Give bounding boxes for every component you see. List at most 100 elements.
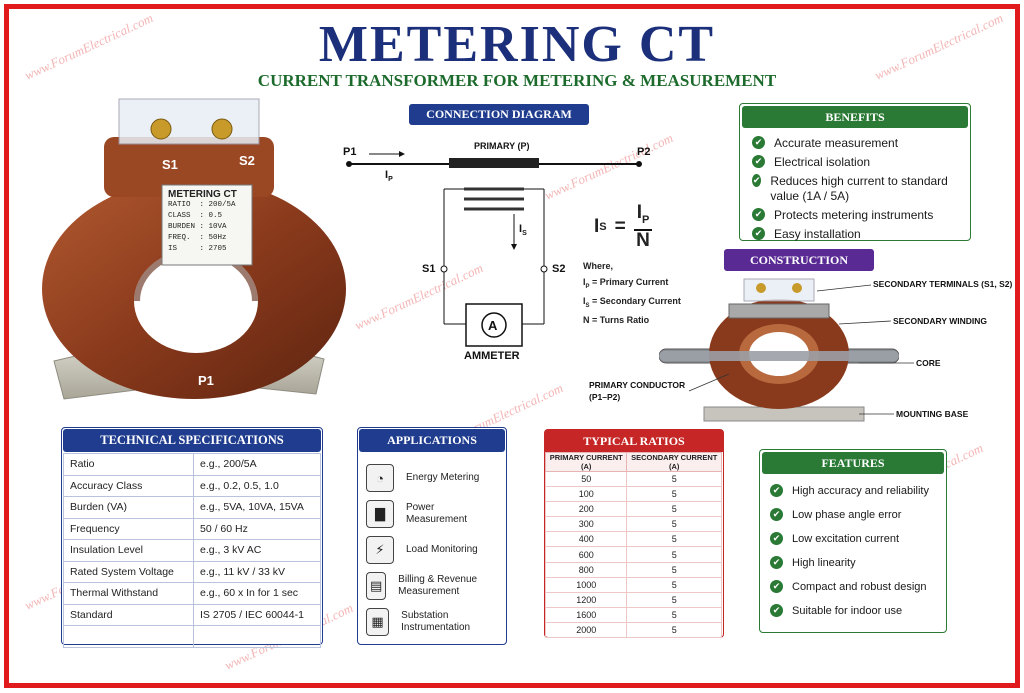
- spec-key: [63, 625, 194, 648]
- spec-value: 50 / 60 Hz: [193, 517, 321, 540]
- spec-value: e.g., 3 kV AC: [193, 539, 321, 562]
- primary-current: 1200: [544, 591, 628, 608]
- secondary-current: 5: [626, 531, 722, 548]
- definition-row: N = Turns Ratio: [583, 315, 650, 325]
- s2-label: S2: [552, 263, 566, 275]
- application-label: Load Monitoring: [406, 544, 478, 555]
- construction-header: CONSTRUCTION: [724, 249, 874, 271]
- features-header: FEATURES: [762, 452, 944, 474]
- formula-where: Where,: [583, 261, 614, 271]
- gauge-icon: ◔: [366, 464, 394, 492]
- secondary-current: 5: [626, 470, 722, 488]
- benefit-item: ✔Reduces high current to standard value …: [752, 174, 948, 203]
- substation-icon: ▦: [366, 608, 390, 636]
- is-label: IS: [519, 223, 527, 238]
- construction-label-winding: SECONDARY WINDING: [893, 316, 987, 326]
- connection-diagram-header: CONNECTION DIAGRAM: [409, 104, 589, 125]
- primary-current: 200: [544, 501, 628, 518]
- check-icon: ✔: [752, 174, 762, 187]
- feature-item: ✔Compact and robust design: [770, 580, 936, 595]
- primary-current: 800: [544, 561, 628, 578]
- ratios-col-primary: PRIMARY CURRENT (A): [544, 452, 628, 472]
- definition-row: IS = Secondary Current: [583, 296, 681, 309]
- feature-item: ✔ High accuracy and reliability: [770, 484, 936, 499]
- primary-current: 1600: [544, 606, 628, 623]
- monitor-icon: ⚡: [366, 536, 394, 564]
- secondary-current: 5: [626, 546, 722, 563]
- feature-item: ✔Suitable for indoor use: [770, 604, 936, 619]
- terminal-s1-label: S1: [162, 157, 178, 172]
- check-icon: ✔: [752, 227, 765, 240]
- primary-current: 600: [544, 546, 628, 563]
- spec-row: [63, 625, 321, 648]
- spec-value: IS 2705 / IEC 60044-1: [193, 603, 321, 626]
- primary-current: 2000: [544, 621, 628, 639]
- spec-key: Rated System Voltage: [63, 560, 194, 583]
- construction-label-core: CORE: [916, 358, 941, 368]
- spec-key: Accuracy Class: [63, 474, 194, 497]
- connection-diagram: [346, 151, 642, 347]
- nameplate-line: CLASS : 0.5: [168, 212, 223, 220]
- ratios-table: PRIMARY CURRENT (A) SECONDARY CURRENT (A…: [544, 452, 722, 639]
- construction-drawing: [659, 278, 899, 422]
- p2-label: P2: [637, 146, 651, 158]
- meter-icon: ▤: [366, 572, 387, 600]
- primary-current: 400: [544, 531, 628, 548]
- check-icon: ✔: [770, 604, 783, 617]
- spec-key: Frequency: [63, 517, 194, 540]
- secondary-current: 5: [626, 516, 722, 533]
- feature-item: ✔High linearity: [770, 556, 936, 571]
- primary-current: 50: [544, 470, 628, 488]
- ratios-box: TYPICAL RATIOS PRIMARY CURRENT (A) SECON…: [544, 429, 724, 639]
- benefits-box: BENEFITS ✔Accurate measurement ✔Electric…: [739, 103, 971, 241]
- bar-chart-icon: ▇: [366, 500, 394, 528]
- check-icon: ✔: [752, 136, 765, 149]
- construction-label-base: MOUNTING BASE: [896, 409, 969, 419]
- ammeter-label: AMMETER: [464, 350, 520, 362]
- application-item: ▦ Substation Instrumentation: [366, 605, 498, 639]
- secondary-current: 5: [626, 501, 722, 518]
- benefit-item: ✔Electrical isolation: [752, 155, 958, 170]
- primary-current: 100: [544, 486, 628, 503]
- feature-label: Low excitation current: [792, 533, 899, 545]
- nameplate: METERING CT RATIO : 200/5A CLASS : 0.5 B…: [168, 189, 250, 263]
- secondary-current: 5: [626, 621, 722, 639]
- spec-value: e.g., 5VA, 10VA, 15VA: [193, 496, 321, 519]
- construction-label-primary: PRIMARY CONDUCTOR (P1–P2): [589, 380, 686, 402]
- spec-value: e.g., 0.2, 0.5, 1.0: [193, 474, 321, 497]
- application-label: Power Measurement: [405, 502, 468, 525]
- benefit-item: ✔Accurate measurement: [752, 136, 958, 151]
- spec-key: Ratio: [63, 453, 194, 476]
- check-icon: ✔: [770, 484, 783, 497]
- nameplate-line: IS : 2705: [168, 245, 227, 253]
- feature-item: ✔Low excitation current: [770, 532, 936, 547]
- applications-header: APPLICATIONS: [359, 429, 505, 452]
- specs-header: TECHNICAL SPECIFICATIONS: [63, 429, 321, 452]
- primary-label: PRIMARY (P): [474, 141, 530, 151]
- terminal-p1-label: P1: [198, 373, 214, 388]
- ct-illustration: S1 S2 P1 METERING CT RATIO : 200/5A CLAS…: [34, 89, 349, 404]
- poster-frame: www.ForumElectrical.com www.ForumElectri…: [4, 4, 1020, 688]
- check-icon: ✔: [752, 155, 765, 168]
- spec-key: Standard: [63, 603, 194, 626]
- application-item: ▤Billing & Revenue Measurement: [366, 569, 498, 603]
- check-icon: ✔: [770, 580, 783, 593]
- application-label: Substation Instrumentation: [401, 610, 471, 633]
- feature-label: High accuracy and reliability: [792, 485, 929, 497]
- spec-value: e.g., 11 kV / 33 kV: [193, 560, 321, 583]
- primary-current: 1000: [544, 576, 628, 593]
